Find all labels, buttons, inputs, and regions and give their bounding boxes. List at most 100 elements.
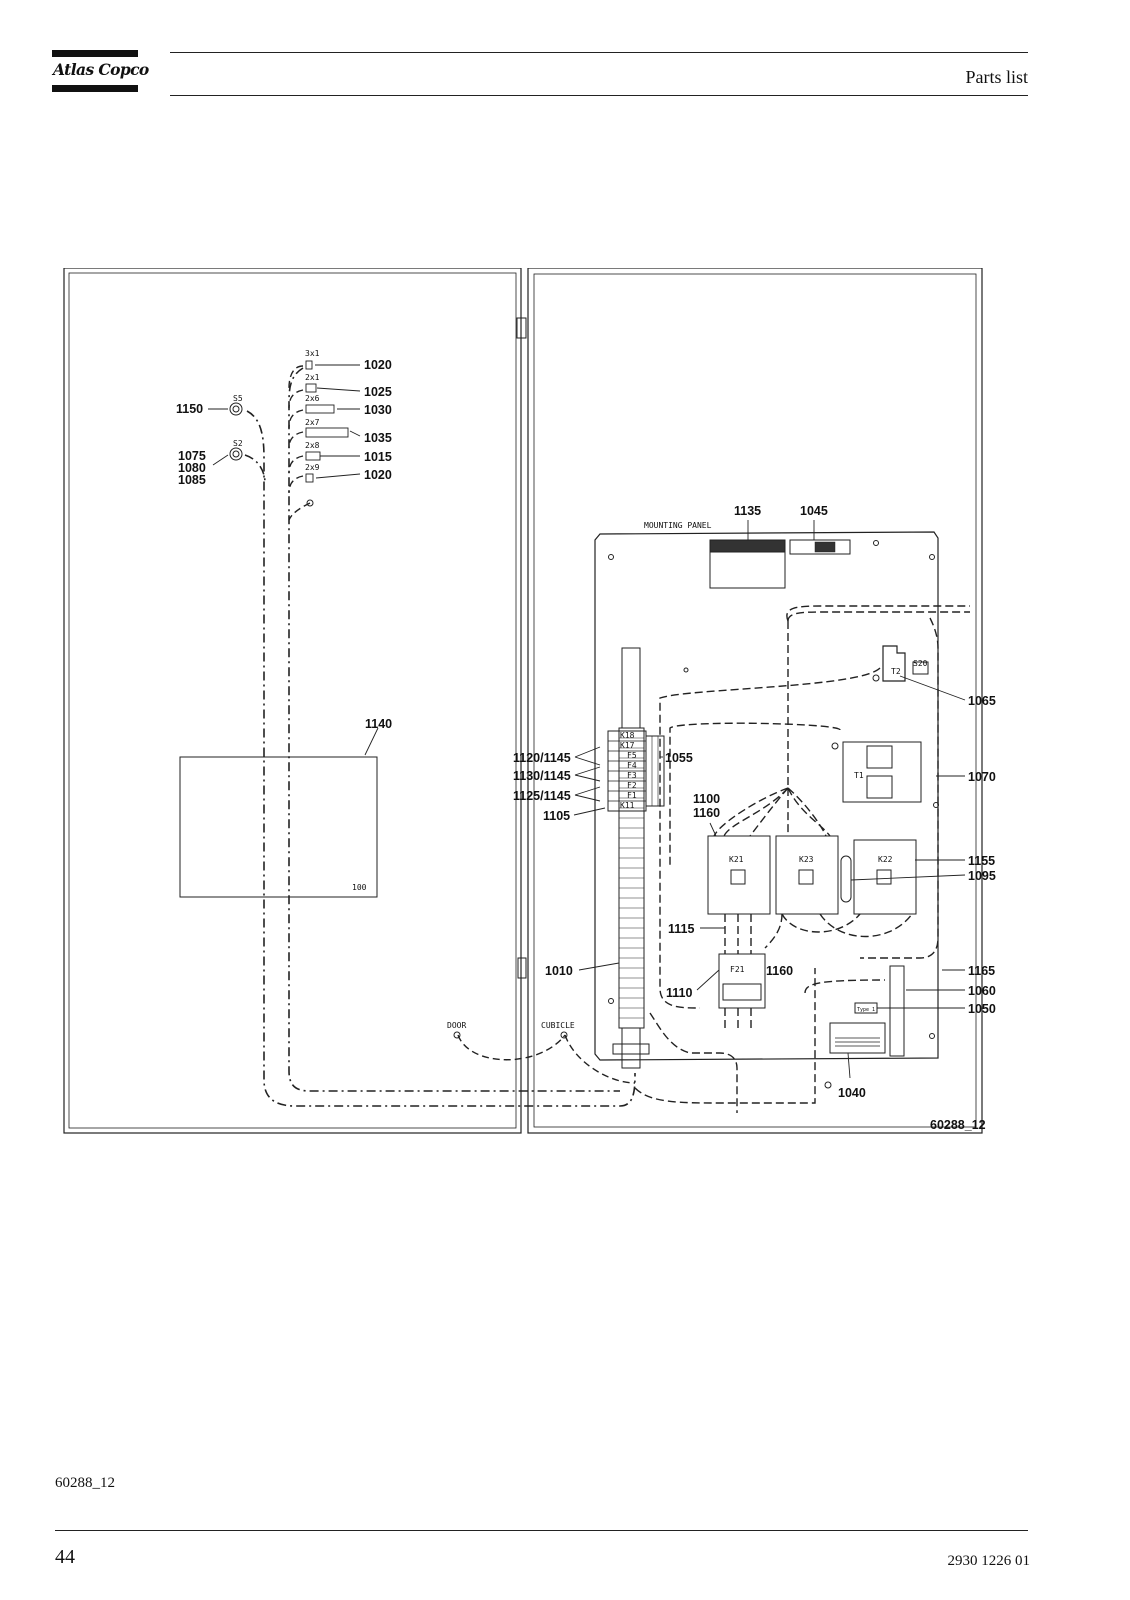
earth-point-door	[306, 499, 314, 507]
label-s20: S20	[913, 659, 928, 668]
earth-bar-1165	[889, 965, 905, 1057]
panel-screw-1	[608, 554, 614, 560]
leader-1125b	[574, 794, 601, 802]
label-t1: T1	[854, 771, 864, 780]
cable-duct-hatch	[619, 737, 644, 1019]
callout-1085: 1085	[178, 473, 206, 487]
panel-wire-t2-loop	[659, 667, 881, 1009]
leader-1025	[316, 387, 361, 392]
label-f2: F2	[627, 781, 637, 790]
panel-wire-k-loops	[713, 787, 827, 837]
leader-1095	[850, 874, 966, 881]
fuse-holder-lines	[651, 736, 659, 806]
callout-1150: 1150	[176, 402, 203, 416]
terminal-block-dividers	[608, 740, 646, 802]
cabinet-drawing: S5 S2 DOOR CUBICLE 100 3x1 2x1 2x6 2x7 2…	[60, 268, 1010, 1168]
panel-screw-5	[929, 1033, 935, 1039]
leader-1110	[696, 969, 720, 991]
leader-1130a	[574, 766, 601, 776]
callout-1045: 1045	[800, 504, 828, 518]
leader-1120a	[574, 746, 601, 758]
figure-caption: 60288_12	[55, 1475, 115, 1491]
label-door: DOOR	[447, 1021, 466, 1030]
label-s2: S2	[233, 439, 243, 448]
contactor-k22-window	[876, 869, 892, 885]
relay-strip-1045-fill	[814, 541, 836, 553]
transformer-t1-core-top	[866, 745, 893, 769]
leader-1125a	[574, 786, 601, 796]
figure-id: 60288_12	[930, 1118, 986, 1132]
callout-1020b: 1020	[364, 468, 392, 482]
callout-1040: 1040	[838, 1086, 866, 1100]
panel-wire-top-loop	[786, 605, 970, 622]
panel-screw-2	[873, 540, 879, 546]
switch-s2	[229, 447, 243, 461]
terminal-strip-1135-top	[709, 539, 786, 553]
connector-2x9	[305, 473, 314, 483]
cable-size-3: 2x6	[305, 394, 320, 403]
switch-s5-inner	[232, 405, 240, 413]
logo-bar-top	[52, 50, 138, 57]
section-title: Parts list	[965, 67, 1028, 87]
callout-1060: 1060	[968, 984, 996, 998]
panel-wire-k23-f21	[764, 913, 783, 949]
leader-1010	[578, 962, 620, 971]
earth-point-door-cubicle	[453, 1031, 461, 1039]
switch-s2-inner	[232, 450, 240, 458]
door-frame	[63, 268, 522, 1134]
door-wire-loom-c	[288, 367, 620, 1092]
connector-2x1	[305, 383, 317, 393]
connector-2x8	[305, 451, 321, 461]
logo-wordmark: Atlas Copco	[53, 60, 149, 79]
panel-wire-mid-loop	[669, 722, 841, 868]
cable-size-6: 2x9	[305, 463, 320, 472]
door-wire-loom-b	[244, 454, 266, 484]
door-frame-inner	[68, 272, 517, 1129]
leader-1040	[847, 1052, 851, 1079]
leader-1020b	[315, 473, 361, 479]
header-rule-top	[170, 52, 1028, 53]
callout-1160a: 1160	[693, 806, 720, 820]
contactor-k22	[853, 839, 917, 915]
door-wire-4	[288, 431, 304, 449]
label-k18: K18	[620, 731, 635, 740]
callout-1100: 1100	[693, 792, 720, 806]
door-cubicle-loop	[457, 1034, 566, 1061]
cubicle-frame-inner	[533, 273, 977, 1128]
label-f21: F21	[730, 965, 745, 974]
panel-screw-3	[929, 554, 935, 560]
callout-1155: 1155	[968, 854, 995, 868]
callout-1010: 1010	[545, 964, 573, 978]
rating-plate-1040	[829, 1022, 886, 1054]
switch-s5	[229, 402, 243, 416]
earth-point-t2	[872, 674, 880, 682]
label-box-100: 100	[352, 883, 367, 892]
callout-1065: 1065	[968, 694, 996, 708]
callout-1110: 1110	[666, 986, 692, 1000]
panel-wire-k21-f21	[724, 914, 752, 954]
leader-1140	[364, 727, 379, 756]
callout-1025: 1025	[364, 385, 392, 399]
label-k23: K23	[799, 855, 814, 864]
callout-1105: 1105	[543, 809, 570, 823]
callout-1035: 1035	[364, 431, 392, 445]
panel-wire-top-loop-2	[787, 611, 970, 622]
cable-size-5: 2x8	[305, 441, 320, 450]
panel-screw-4	[608, 998, 614, 1004]
component-box-100	[179, 756, 378, 898]
fuse-holder-1055	[645, 735, 665, 807]
mounting-panel	[594, 531, 939, 1061]
transformer-t1-core-bottom	[866, 775, 893, 799]
label-f4: F4	[627, 761, 637, 770]
leader-1065	[899, 675, 966, 701]
panel-wire-f21-out	[724, 1008, 752, 1028]
hinge-top	[516, 317, 527, 339]
overload-relay-f21-base	[722, 983, 762, 1001]
door-wire-loom-a	[246, 410, 636, 1107]
contactor-k21	[707, 835, 771, 915]
hinge-bottom	[517, 957, 527, 979]
gland-plate	[612, 1043, 650, 1055]
leader-1035	[349, 430, 361, 437]
label-cubicle: CUBICLE	[541, 1021, 575, 1030]
transformer-t2	[882, 645, 906, 682]
